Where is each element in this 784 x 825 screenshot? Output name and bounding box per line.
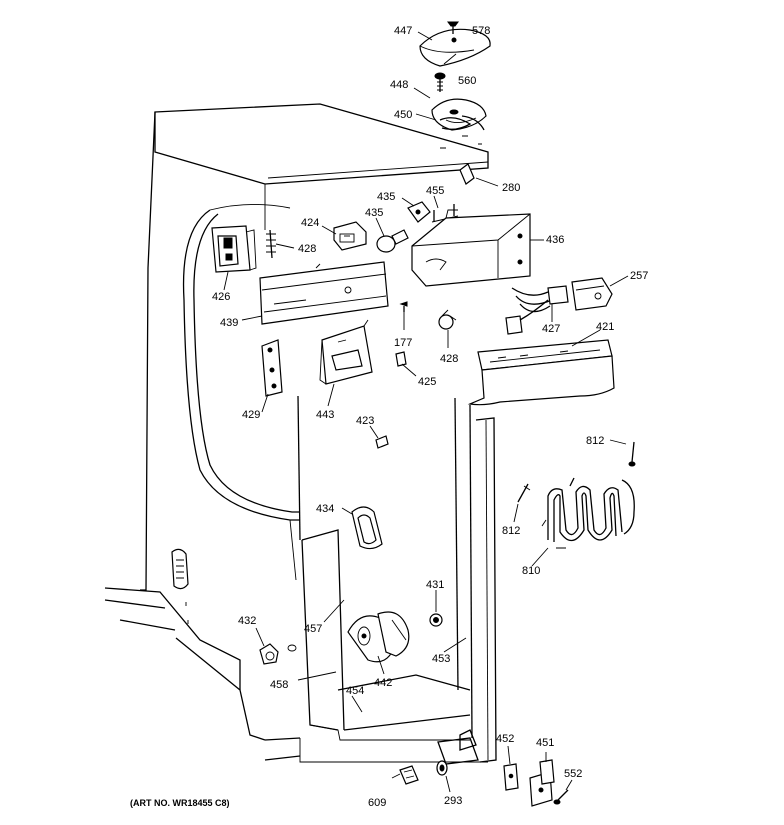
part-425-clip <box>395 351 407 367</box>
callout-439: 439 <box>220 317 238 329</box>
part-448-bracket <box>431 98 487 131</box>
part-443-thermostat-bracket <box>319 319 373 385</box>
part-442-fan-motor <box>347 611 410 663</box>
callout-421: 421 <box>596 321 614 333</box>
callout-428-knob: 428 <box>440 353 458 365</box>
part-423-screw <box>375 435 389 449</box>
part-450-wire-clip <box>439 115 485 131</box>
part-812-wire-upper <box>628 441 636 467</box>
part-436-control-housing <box>411 209 531 287</box>
callout-177: 177 <box>394 337 412 349</box>
callout-424: 424 <box>301 217 319 229</box>
callout-429: 429 <box>242 409 260 421</box>
part-434-drain-trough <box>351 506 383 550</box>
callout-280: 280 <box>502 182 520 194</box>
callout-450: 450 <box>394 109 412 121</box>
part-435-bulb <box>376 229 409 253</box>
callout-435-socket: 435 <box>377 191 395 203</box>
leader-lines <box>223 31 629 793</box>
callout-423: 423 <box>356 415 374 427</box>
part-432-motor-mount <box>259 643 297 665</box>
callout-455: 455 <box>426 185 444 197</box>
part-435-socket <box>407 201 431 223</box>
part-427-harness <box>505 285 569 335</box>
part-177-screw <box>399 301 408 312</box>
callout-434: 434 <box>316 503 334 515</box>
part-431-grommet <box>429 613 443 627</box>
part-257-timer <box>571 277 613 311</box>
callout-448: 448 <box>390 79 408 91</box>
callout-425: 425 <box>418 376 436 388</box>
callout-451: 451 <box>536 737 554 749</box>
part-426-switch-housing <box>211 225 257 273</box>
art-number: (ART NO. WR18455 C8) <box>130 798 230 808</box>
callout-552: 552 <box>564 768 582 780</box>
callout-436: 436 <box>546 234 564 246</box>
callout-812-lower: 812 <box>502 525 520 537</box>
callout-442: 442 <box>374 677 392 689</box>
cabinet-outline <box>104 103 497 765</box>
part-609-insulator <box>399 765 419 785</box>
callout-293: 293 <box>444 795 462 807</box>
part-293-grommet <box>436 760 448 776</box>
callout-560: 560 <box>458 75 476 87</box>
part-560-screw <box>434 72 446 92</box>
callout-452: 452 <box>496 733 514 745</box>
part-810-defrost-heater <box>541 477 635 549</box>
part-424-light-switch <box>333 221 367 251</box>
callout-457: 457 <box>304 623 322 635</box>
callout-432: 432 <box>238 615 256 627</box>
callout-257: 257 <box>630 270 648 282</box>
callout-428-terminal: 428 <box>298 243 316 255</box>
callout-578: 578 <box>472 25 490 37</box>
callout-435-bulb: 435 <box>365 207 383 219</box>
callout-812-upper: 812 <box>586 435 604 447</box>
part-451-hinge <box>529 759 555 807</box>
callout-609: 609 <box>368 797 386 809</box>
callout-447: 447 <box>394 25 412 37</box>
callout-426: 426 <box>212 291 230 303</box>
part-428-terminal-strip <box>266 229 276 259</box>
part-552-screw <box>553 789 569 805</box>
callout-427: 427 <box>542 323 560 335</box>
callout-454: 454 <box>346 685 364 697</box>
part-429-bracket <box>261 339 283 397</box>
part-447-cover <box>419 28 491 67</box>
callout-labels: 578 447 560 448 450 280 455 435 435 424 … <box>212 25 648 809</box>
part-452-bracket <box>503 763 519 791</box>
callout-458: 458 <box>270 679 288 691</box>
callout-453: 453 <box>432 653 450 665</box>
part-812-wire-lower <box>517 483 531 503</box>
part-578-screw <box>447 21 459 34</box>
part-280-clip <box>459 163 475 185</box>
callout-431: 431 <box>426 579 444 591</box>
part-421-temp-control-panel <box>467 339 615 406</box>
callout-810: 810 <box>522 565 540 577</box>
part-428-knob <box>438 309 457 330</box>
part-439-light-shield <box>259 261 389 325</box>
callout-443: 443 <box>316 409 334 421</box>
